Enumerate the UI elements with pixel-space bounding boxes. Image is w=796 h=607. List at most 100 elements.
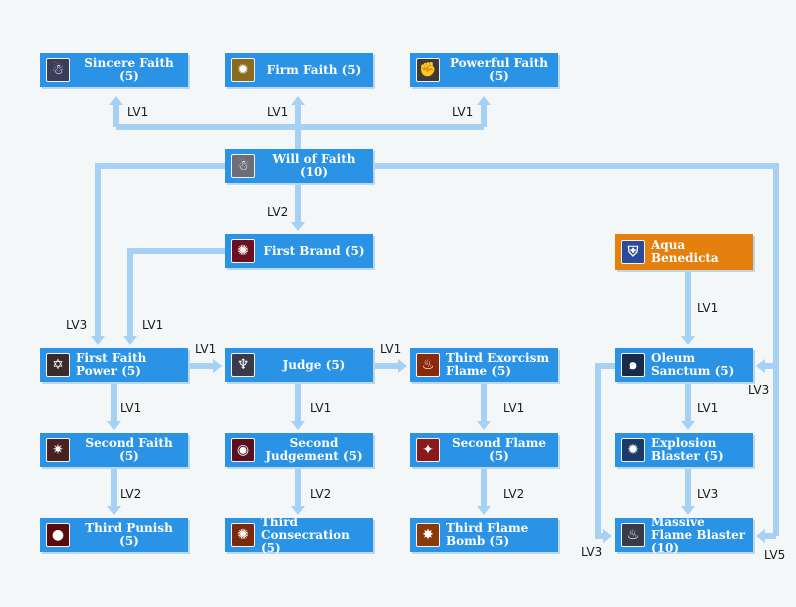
red-orb-icon: ● <box>46 523 70 547</box>
skill-points: (10) <box>651 540 680 555</box>
skill-name: Second Flame <box>451 436 547 450</box>
edge-label-brand-ffpower: LV1 <box>142 318 164 332</box>
edge-brand-arrow <box>291 222 305 231</box>
skill-name: Third Punish <box>85 521 173 535</box>
edge-judge-sjudge-arrow <box>291 421 305 430</box>
edge-judge-exorcism-arrow <box>398 359 407 373</box>
edge-sincere-arrow <box>109 96 123 105</box>
praying-figure-icon: ☃ <box>46 58 70 82</box>
skill-label: Will of Faith (10) <box>255 153 373 179</box>
skill-points: (5) <box>325 357 346 372</box>
edge-brand-ffpower-arrow <box>123 336 137 345</box>
skill-label: Firm Faith (5) <box>255 62 373 77</box>
skill-node-exorcism[interactable]: ♨Third Exorcism Flame (5) <box>410 348 558 382</box>
skill-node-punish[interactable]: ●Third Punish (5) <box>40 518 188 552</box>
skill-name: First Brand <box>263 243 341 258</box>
skill-node-consecration[interactable]: ✺Third Consecration (5) <box>225 514 373 555</box>
skill-name: Third Flame Bomb <box>446 521 529 548</box>
skill-label: Aqua Benedicta <box>645 239 753 265</box>
starburst-icon: ✷ <box>46 438 70 462</box>
skill-points: (5) <box>119 534 139 548</box>
skill-node-ffpower[interactable]: ✡First Faith Power (5) <box>40 348 188 382</box>
skill-node-judge[interactable]: ♆Judge (5) <box>225 348 373 382</box>
skill-points: (5) <box>489 449 509 463</box>
skill-name: Will of Faith <box>272 152 356 166</box>
skill-node-firm[interactable]: ✹Firm Faith (5) <box>225 53 373 87</box>
skill-name: First Faith Power <box>76 351 147 378</box>
edge-label-explosion-massive: LV3 <box>697 487 719 501</box>
skill-name: Aqua Benedicta <box>651 238 719 265</box>
skill-node-massive[interactable]: ♨Massive Flame Blaster (10) <box>615 514 753 555</box>
skill-name: Firm Faith <box>266 62 338 77</box>
skill-points: (5) <box>341 62 362 77</box>
skill-points: (5) <box>121 364 141 378</box>
edge-will-right-line <box>373 163 779 536</box>
skill-label: Second Faith (5) <box>70 437 188 463</box>
skill-node-aqua[interactable]: ⛨Aqua Benedicta <box>615 234 753 270</box>
skill-label: Explosion Blaster (5) <box>645 437 753 463</box>
skill-label: Third Punish (5) <box>70 522 188 548</box>
skill-name: Second Faith <box>85 436 173 450</box>
edge-label-powerful: LV1 <box>452 105 474 119</box>
holy-water-shield-icon: ⛨ <box>621 240 645 264</box>
red-sigil-icon: ✺ <box>231 239 255 263</box>
skill-node-powerful[interactable]: ✊Powerful Faith (5) <box>410 53 558 87</box>
edge-label-will-ffpower: LV3 <box>66 318 88 332</box>
hexagram-icon: ✡ <box>46 353 70 377</box>
edge-oleum-massive-arrow <box>603 529 612 543</box>
sun-gear-icon: ✹ <box>231 58 255 82</box>
skill-node-explosion[interactable]: ✹Explosion Blaster (5) <box>615 433 753 467</box>
edge-label-sincere: LV1 <box>127 105 149 119</box>
edge-oleum-explosion-arrow <box>681 421 695 430</box>
skill-node-sincere[interactable]: ☃Sincere Faith (5) <box>40 53 188 87</box>
skill-label: Second Flame (5) <box>440 437 558 463</box>
edge-label-ffpower-sfaith: LV1 <box>120 401 142 415</box>
edge-sflame-bomb-arrow <box>477 506 491 515</box>
edge-label-judge-sjudge: LV1 <box>310 401 332 415</box>
edge-explosion-massive-arrow <box>681 506 695 515</box>
skill-points: (5) <box>489 534 510 548</box>
skill-name: Massive Flame Blaster <box>651 514 746 542</box>
edge-sfaith-punish-arrow <box>107 506 121 515</box>
blue-burst-icon: ✹ <box>621 438 645 462</box>
skill-name: Third Consecration <box>261 514 350 542</box>
skill-node-will[interactable]: ☃Will of Faith (10) <box>225 149 373 183</box>
fireball-icon: ✦ <box>416 438 440 462</box>
skill-points: (5) <box>261 540 281 555</box>
skill-label: First Brand (5) <box>255 243 373 258</box>
skill-label: Oleum Sanctum (5) <box>645 352 753 378</box>
edge-label-oleum-explosion: LV1 <box>697 401 719 415</box>
skill-label: Third Exorcism Flame (5) <box>440 352 558 378</box>
skill-points: (5) <box>703 449 724 463</box>
skill-points: (5) <box>119 449 139 463</box>
skill-name: Second Judgement <box>265 436 339 463</box>
edge-aqua-oleum-arrow <box>681 336 695 345</box>
edge-label-will-massive: LV5 <box>764 548 786 562</box>
skill-name: Sincere Faith <box>84 56 174 70</box>
skill-node-sfaith[interactable]: ✷Second Faith (5) <box>40 433 188 467</box>
skill-points: (5) <box>344 243 365 258</box>
edge-label-firm: LV1 <box>267 105 289 119</box>
skill-node-bomb[interactable]: ✸Third Flame Bomb (5) <box>410 518 558 552</box>
edge-will-ffpower-arrow <box>91 336 105 345</box>
edge-brand-ffpower-line <box>127 248 225 337</box>
blue-swirl-icon: ๑ <box>621 353 645 377</box>
skill-label: Second Judgement (5) <box>255 437 373 463</box>
edge-label-sjudge-consecration: LV2 <box>310 487 332 501</box>
edge-label-oleum-massive: LV3 <box>581 545 603 559</box>
skill-node-sflame[interactable]: ✦Second Flame (5) <box>410 433 558 467</box>
winged-figure-icon: ♆ <box>231 353 255 377</box>
skill-label: Sincere Faith (5) <box>70 57 188 83</box>
skill-node-sjudge[interactable]: ◉Second Judgement (5) <box>225 433 373 467</box>
skill-name: Third Exorcism Flame <box>446 351 550 378</box>
skill-points: (5) <box>342 449 363 463</box>
edge-will-ffpower-line <box>95 163 225 337</box>
skill-name: Judge <box>282 357 322 372</box>
skill-node-brand[interactable]: ✺First Brand (5) <box>225 234 373 268</box>
skill-points: (10) <box>299 165 329 179</box>
skill-points: (5) <box>489 69 509 83</box>
skill-label: Judge (5) <box>255 357 373 372</box>
